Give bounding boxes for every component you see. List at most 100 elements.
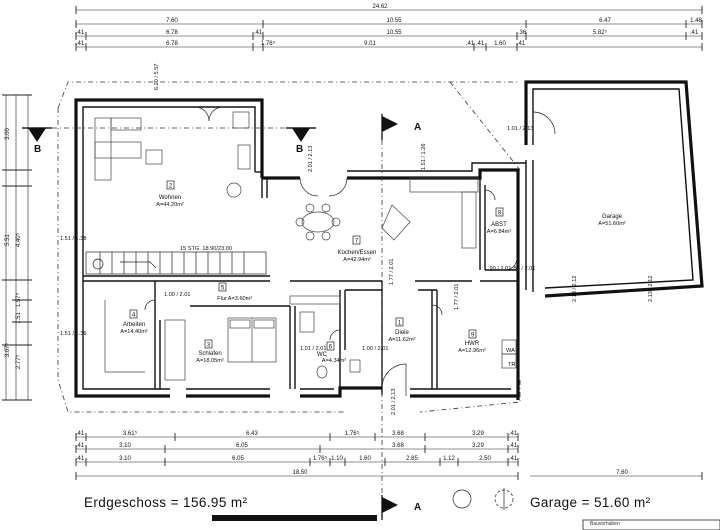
dim-left-1: 5.51 <box>5 234 11 246</box>
svg-text:.90 / 2.01: .90 / 2.01 <box>488 266 511 272</box>
svg-text:3.61⁵: 3.61⁵ <box>123 430 138 437</box>
room-arbeiten: 4 Arbeiten A=14.40m² <box>120 309 148 335</box>
exterior-walls <box>74 98 526 400</box>
dim-left-0: 3.00 <box>5 128 11 140</box>
section-marker-b-left: B <box>22 127 52 155</box>
svg-text:A=3.60m²: A=3.60m² <box>228 296 253 302</box>
garage-summary: Garage = 51.60 m² <box>530 495 651 510</box>
svg-text:3.29: 3.29 <box>472 431 484 437</box>
left-dimension-chains: 3.00 5.51 4.40⁵ 3.07⁵ 2.77⁵ 1.57⁵ 1.51 <box>2 94 32 401</box>
ground-floor-label: Erdgeschoss <box>84 495 167 510</box>
svg-text:3: 3 <box>207 343 211 349</box>
garage-walls <box>524 80 704 298</box>
dim-top-r3-2: 1.76⁵ <box>261 40 276 47</box>
dim-left-6: 1.51 <box>16 312 22 324</box>
svg-text:Wohnen: Wohnen <box>159 195 181 201</box>
garage-label: Garage <box>530 495 578 510</box>
svg-text:3.68: 3.68 <box>392 443 404 449</box>
svg-text:1.51 / 1.36: 1.51 / 1.36 <box>60 331 86 337</box>
room-wc: 6 WC A=4.34m² <box>317 341 346 364</box>
svg-text:4: 4 <box>132 313 136 319</box>
svg-text:2.85: 2.85 <box>406 456 418 462</box>
svg-text:2.13 / 2.12: 2.13 / 2.12 <box>572 276 578 302</box>
svg-text:A=42.94m²: A=42.94m² <box>343 257 371 263</box>
svg-text:2.50: 2.50 <box>479 456 491 462</box>
top-dimension-chains: 24.62 7.60 10.55 6.47 1.48 .41 6.78 .41 … <box>75 4 702 51</box>
svg-text:1.00 / 2.01: 1.00 / 2.01 <box>164 292 190 298</box>
svg-text:.41: .41 <box>76 431 85 437</box>
svg-text:3.10: 3.10 <box>119 443 131 449</box>
opening-dimensions: 1.01 / 2.13 2.01 / 2.13 1.51 / 1.38 1.51… <box>60 64 654 415</box>
svg-text:7.60: 7.60 <box>616 470 628 476</box>
svg-text:.41: .41 <box>76 456 85 462</box>
svg-text:6.05: 6.05 <box>232 456 244 462</box>
dim-top-r1-1: 10.55 <box>386 18 402 24</box>
furniture <box>94 111 517 381</box>
dim-top-r1-2: 6.47 <box>599 18 611 24</box>
ground-floor-value: = 156.95 <box>170 495 227 510</box>
svg-text:.41: .41 <box>509 456 518 462</box>
svg-text:1: 1 <box>398 321 402 327</box>
dim-left-4: 2.77⁵ <box>15 354 22 369</box>
svg-text:3.29: 3.29 <box>472 443 484 449</box>
svg-text:2.13 / 2.12: 2.13 / 2.12 <box>648 276 654 302</box>
dim-left-3: 3.07⁵ <box>4 342 11 357</box>
svg-text:Kochen/Essen: Kochen/Essen <box>338 250 377 256</box>
svg-text:A=14.40m²: A=14.40m² <box>120 329 148 335</box>
room-garage: Garage A=51.60m² <box>598 214 626 227</box>
dim-top-r1-0: 7.60 <box>166 18 178 24</box>
dim-top-r3-0: .41 <box>76 41 85 47</box>
dim-top-r1-3: 1.48 <box>690 18 702 24</box>
section-marker-b-right: B <box>52 127 316 155</box>
room-wohnen: 2 Wohnen A=44.20m² <box>156 180 184 208</box>
dim-top-r3-7: .41 <box>517 41 526 47</box>
svg-text:1.12: 1.12 <box>443 456 455 462</box>
svg-text:2.01 / 2.13: 2.01 / 2.13 <box>308 146 314 172</box>
svg-text:Garage: Garage <box>602 214 623 220</box>
svg-text:1.01 / 2.01: 1.01 / 2.01 <box>300 346 326 352</box>
dim-top-r3-5: .41 <box>476 41 485 47</box>
svg-text:A=12.96m²: A=12.96m² <box>458 348 486 354</box>
scale-bar <box>212 515 377 521</box>
fixture-wa: WA <box>506 348 515 354</box>
svg-text:Diele: Diele <box>395 330 409 336</box>
svg-text:1.76⁵: 1.76⁵ <box>313 455 328 462</box>
svg-text:A=18.05m²: A=18.05m² <box>196 358 224 364</box>
svg-text:6.43: 6.43 <box>246 431 258 437</box>
svg-text:6.20 / 5.57: 6.20 / 5.57 <box>154 64 160 90</box>
svg-text:1.76⁵: 1.76⁵ <box>345 430 360 437</box>
room-schlafen: 3 Schlafen A=18.05m² <box>196 339 224 364</box>
stair: 15 STG. 18.90/23.00 <box>85 246 267 275</box>
svg-text:A=51.60m²: A=51.60m² <box>598 221 626 227</box>
svg-text:1.77 / 2.01: 1.77 / 2.01 <box>389 259 395 285</box>
dim-top-r2-4: .36 <box>518 30 527 36</box>
svg-text:.41: .41 <box>76 443 85 449</box>
svg-text:6.05: 6.05 <box>236 443 248 449</box>
interior-walls <box>83 178 518 395</box>
room-abst: 8 ABST A=6.84m² <box>487 207 512 235</box>
dim-top-r3-1: 6.78 <box>166 41 178 47</box>
svg-text:3.68: 3.68 <box>392 431 404 437</box>
dim-top-r2-2: .41 <box>254 30 263 36</box>
svg-text:1.51 / 1.26: 1.51 / 1.26 <box>421 144 427 170</box>
section-marker-a-bottom: A <box>381 140 421 520</box>
svg-text:7: 7 <box>355 239 359 245</box>
dim-top-r2-1: 6.78 <box>166 30 178 36</box>
title-block-note: Bauvorhaben <box>590 521 620 527</box>
ground-floor-summary: Erdgeschoss = 156.95 m² <box>84 495 247 510</box>
svg-text:1.77 / 2.01: 1.77 / 2.01 <box>454 284 460 310</box>
dim-top-r3-6: 1.60 <box>494 41 506 47</box>
svg-text:.88 / 2.01: .88 / 2.01 <box>512 266 535 272</box>
room-kochen: 7 Kochen/Essen A=42.94m² <box>338 235 377 263</box>
svg-text:6: 6 <box>329 345 333 351</box>
doors <box>144 106 518 396</box>
svg-text:5: 5 <box>221 286 225 292</box>
svg-text:A=6.84m²: A=6.84m² <box>487 229 512 235</box>
svg-text:1.60: 1.60 <box>359 456 371 462</box>
dim-top-r2-5: 5.82⁵ <box>593 29 608 36</box>
garage-value: = 51.60 <box>581 495 630 510</box>
svg-text:B: B <box>296 144 303 155</box>
dim-top-r3-3: .41 <box>466 41 475 47</box>
svg-text:1.00 / 2.01: 1.00 / 2.01 <box>362 346 388 352</box>
